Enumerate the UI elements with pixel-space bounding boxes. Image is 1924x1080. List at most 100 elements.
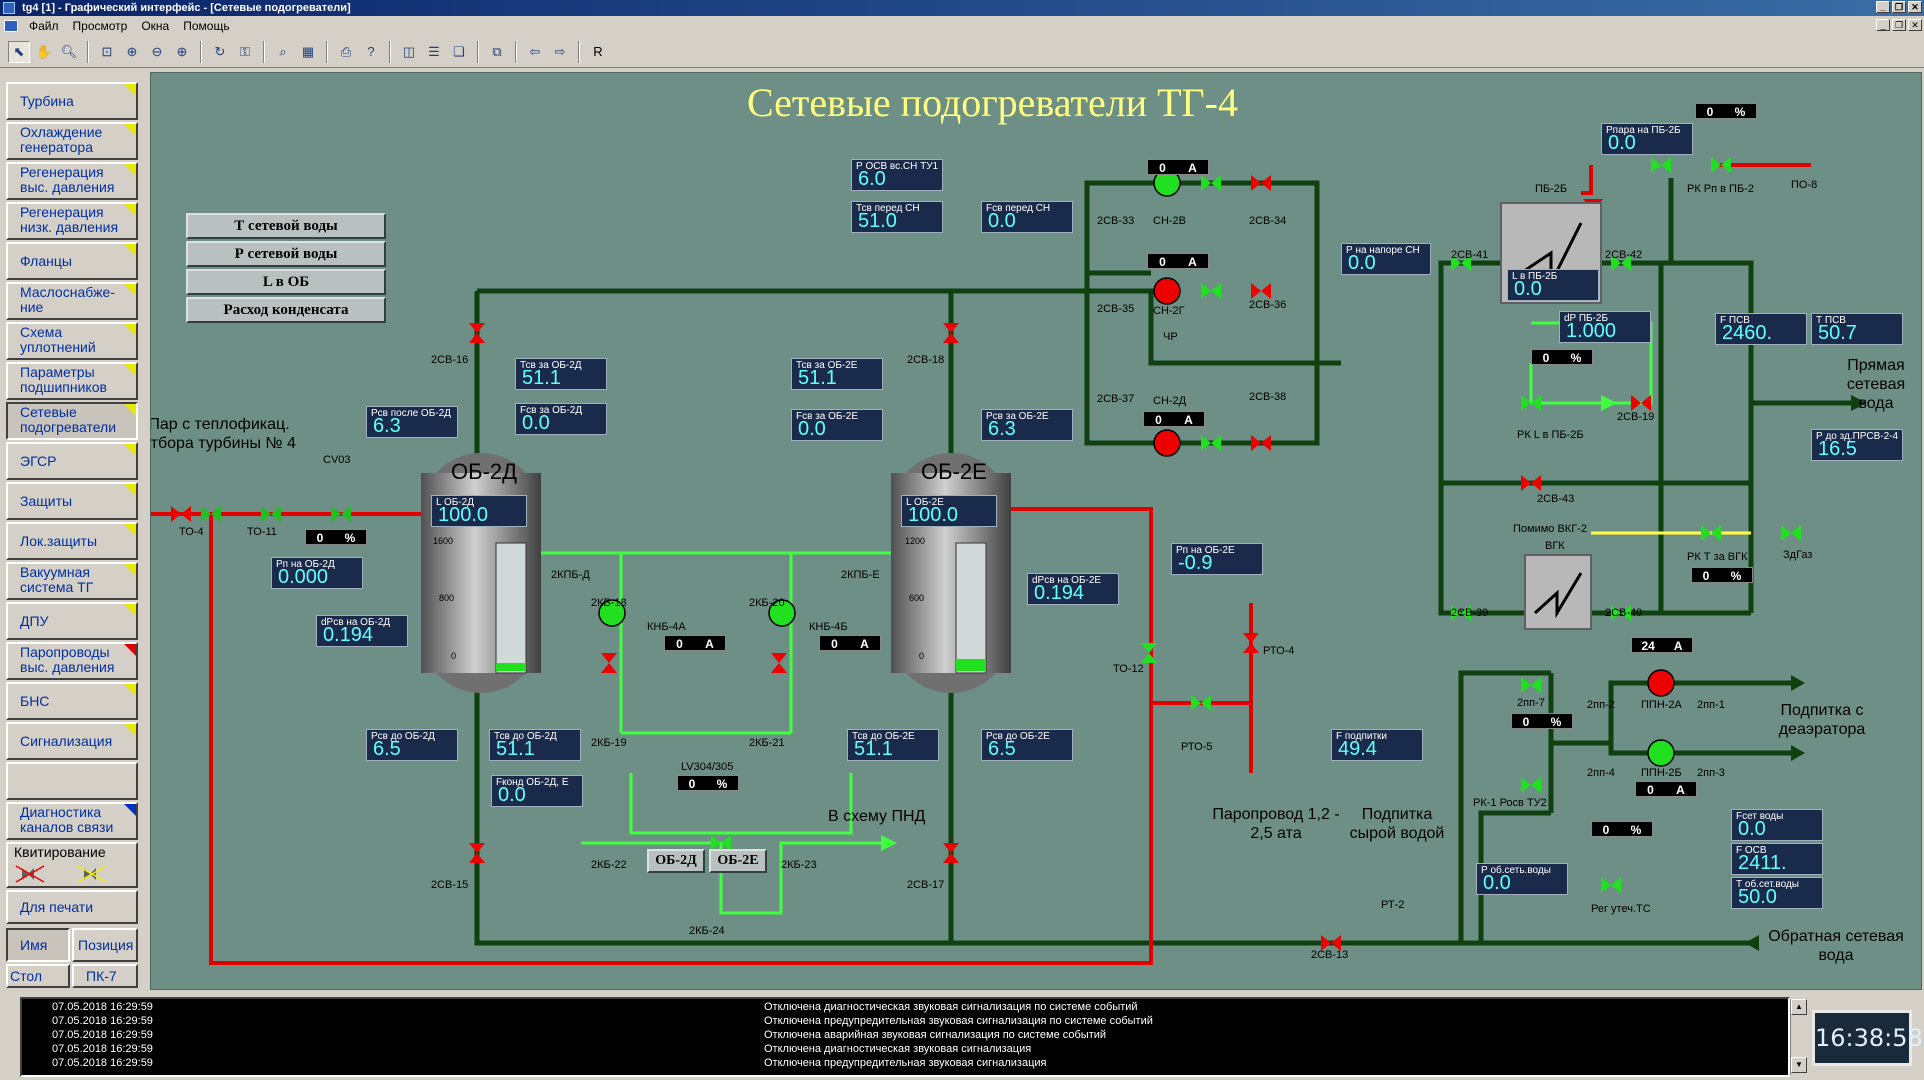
- btn-water-pressure[interactable]: Р сетевой воды: [186, 241, 386, 267]
- child-close-button[interactable]: ✕: [1908, 19, 1922, 31]
- nav-bns[interactable]: БНС: [6, 682, 138, 720]
- pointer-icon[interactable]: ⬉: [8, 40, 30, 63]
- select-ob-2e[interactable]: ОБ-2Е: [709, 849, 767, 873]
- nav-dpu[interactable]: ДПУ: [6, 602, 138, 640]
- scroll-up-icon[interactable]: ▲: [1791, 999, 1807, 1015]
- nav-flanges[interactable]: Фланцы: [6, 242, 138, 280]
- btn-level[interactable]: L в ОБ: [186, 269, 386, 295]
- btn-water-temp[interactable]: Т сетевой воды: [186, 213, 386, 239]
- zoom-in-icon[interactable]: ⊕: [176, 43, 188, 59]
- child-minimize-button[interactable]: _: [1876, 19, 1890, 31]
- table-icon[interactable]: ▦: [301, 43, 315, 59]
- nav-hp-regeneration[interactable]: Регенерация выс. давления: [6, 162, 138, 200]
- nav-local-protections[interactable]: Лок.защиты: [6, 522, 138, 560]
- log-scrollbar[interactable]: ▲▼: [1790, 999, 1807, 1075]
- nav-lp-regeneration[interactable]: Регенерация низк. давления: [6, 202, 138, 240]
- nav-steamlines[interactable]: Паропроводы выс. давления: [6, 642, 138, 680]
- menu-view[interactable]: Просмотр: [72, 19, 128, 33]
- refresh-icon[interactable]: ↻: [214, 43, 226, 59]
- print-icon[interactable]: ⎙: [340, 43, 352, 59]
- zoom-icon[interactable]: ⊕: [126, 43, 138, 59]
- tile-vertical-icon[interactable]: ◫: [402, 43, 416, 59]
- label-2kb20: 2КБ-20: [749, 597, 785, 609]
- back-arrow-icon[interactable]: ⇦: [529, 43, 541, 59]
- select-ob-2d[interactable]: ОБ-2Д: [647, 849, 705, 873]
- nav-protections[interactable]: Защиты: [6, 482, 138, 520]
- nav-network-heaters[interactable]: Сетевые подогреватели: [6, 402, 138, 440]
- window-icon[interactable]: ⧉: [492, 43, 502, 59]
- btn-condensate-flow[interactable]: Расход конденсата: [186, 297, 386, 323]
- nav-bearings[interactable]: Параметры подшипников: [6, 362, 138, 400]
- scroll-down-icon[interactable]: ▼: [1791, 1057, 1807, 1073]
- name-button[interactable]: Имя: [6, 928, 70, 962]
- forward-arrow-icon[interactable]: ⇨: [554, 43, 566, 59]
- print-button[interactable]: Для печати: [6, 890, 138, 924]
- close-button[interactable]: ✕: [1908, 1, 1922, 13]
- magnifier-icon[interactable]: 🔍︎: [60, 43, 78, 59]
- nav-seals[interactable]: Схема уплотнений: [6, 322, 138, 360]
- help-icon[interactable]: ?: [367, 44, 375, 59]
- fit-icon[interactable]: ⊡: [101, 43, 113, 59]
- value-pn-e[interactable]: Рп на ОБ-2Е-0.9: [1171, 543, 1263, 575]
- r-button[interactable]: R: [593, 44, 603, 59]
- mdi-icon[interactable]: [4, 20, 18, 32]
- binoculars-icon[interactable]: ⌕: [279, 43, 287, 59]
- child-restore-button[interactable]: ❐: [1892, 19, 1906, 31]
- minimize-button[interactable]: _: [1876, 1, 1890, 13]
- nav-vacuum[interactable]: Вакуумная система ТГ: [6, 562, 138, 600]
- ack-button[interactable]: Квитирование: [6, 842, 138, 888]
- nav-diagnostics[interactable]: Диагностика каналов связи: [6, 802, 138, 840]
- zoom-out-icon[interactable]: ⊖: [151, 43, 163, 59]
- lock-icon[interactable]: ⚿: [240, 43, 250, 59]
- menu-windows[interactable]: Окна: [141, 19, 170, 33]
- nav-turbine[interactable]: Турбина: [6, 82, 138, 120]
- menu-file[interactable]: Файл: [29, 19, 59, 33]
- nav-alarm[interactable]: Сигнализация: [6, 722, 138, 760]
- cascade-icon[interactable]: ❏: [453, 43, 465, 59]
- menu-help[interactable]: Помощь: [183, 19, 230, 33]
- hand-icon[interactable]: ✋: [35, 43, 53, 59]
- nav-oil-supply[interactable]: Маслоснабже-ние: [6, 282, 138, 320]
- position-button[interactable]: Позиция: [72, 928, 138, 962]
- nav-generator-cooling[interactable]: Охлаждение генератора: [6, 122, 138, 160]
- restore-button[interactable]: ❐: [1892, 1, 1906, 13]
- nav-egsr[interactable]: ЭГСР: [6, 442, 138, 480]
- tile-horizontal-icon[interactable]: ☰: [428, 43, 440, 59]
